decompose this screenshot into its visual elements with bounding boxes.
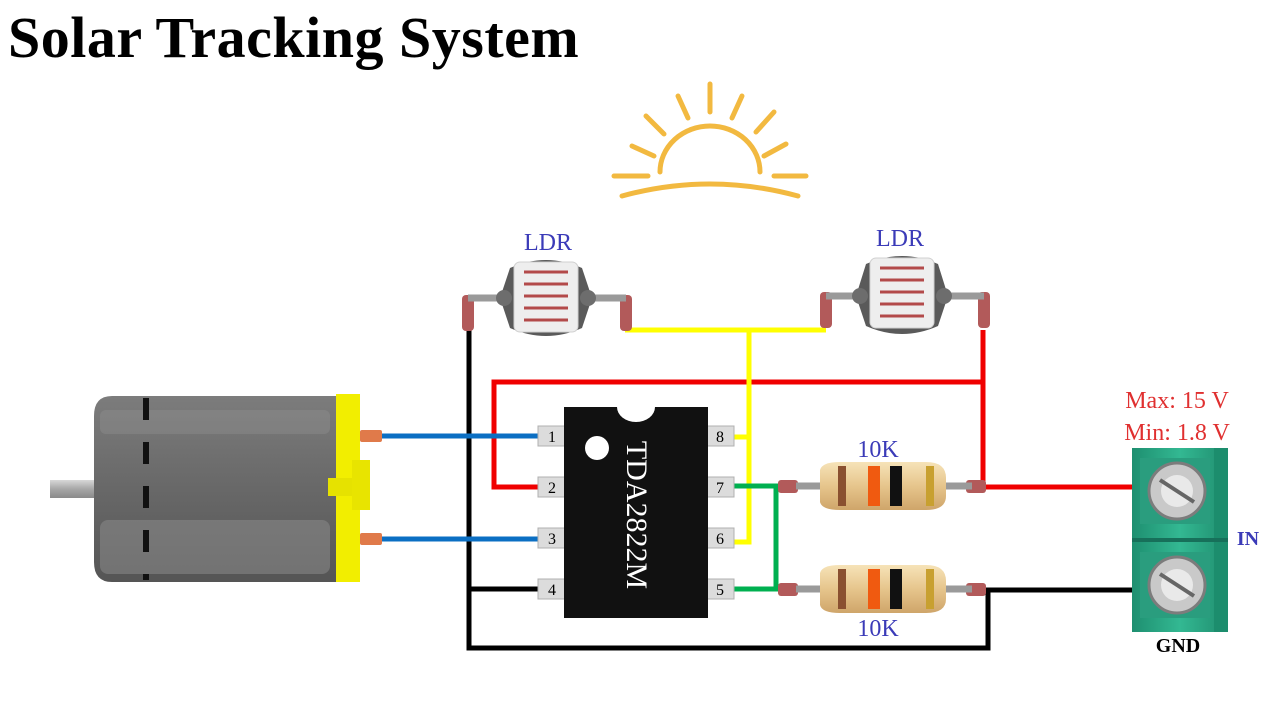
ldr-left bbox=[462, 260, 632, 336]
max-voltage-label: Max: 15 V bbox=[1125, 388, 1229, 414]
ic-pin: 7 bbox=[705, 476, 735, 498]
ic-pin: 2 bbox=[537, 476, 567, 498]
svg-text:6: 6 bbox=[716, 531, 724, 548]
svg-text:7: 7 bbox=[716, 480, 724, 497]
svg-text:3: 3 bbox=[548, 531, 556, 548]
feedback-wire bbox=[733, 483, 790, 592]
svg-text:5: 5 bbox=[716, 582, 724, 599]
ic-pin: 6 bbox=[705, 527, 735, 549]
gnd-label: GND bbox=[1156, 635, 1200, 657]
svg-text:4: 4 bbox=[548, 582, 556, 599]
ground-wire bbox=[466, 330, 1140, 651]
ic-pin: 8 bbox=[705, 425, 735, 447]
ldr-right-label: LDR bbox=[876, 226, 924, 252]
ldr-signal-wire bbox=[625, 327, 826, 545]
ic-pin: 1 bbox=[537, 425, 567, 447]
ic-pin: 5 bbox=[705, 578, 735, 600]
ic-pin: 3 bbox=[537, 527, 567, 549]
in-label: IN bbox=[1237, 528, 1260, 550]
ic-pin: 4 bbox=[537, 578, 567, 600]
page-title: Solar Tracking System bbox=[8, 5, 580, 70]
ldr-right bbox=[820, 256, 990, 334]
motor-wire bbox=[380, 433, 542, 542]
svg-text:8: 8 bbox=[716, 429, 724, 446]
resistor-top-label: 10K bbox=[857, 437, 899, 463]
ic-part-label: TDA2822M bbox=[620, 441, 653, 589]
svg-text:1: 1 bbox=[548, 429, 556, 446]
resistor-top bbox=[778, 462, 986, 510]
terminal-block bbox=[1132, 448, 1228, 632]
min-voltage-label: Min: 1.8 V bbox=[1124, 420, 1230, 446]
dc-motor bbox=[50, 394, 382, 582]
ldr-left-label: LDR bbox=[524, 230, 572, 256]
ic-chip: 1 2 3 4 5 6 7 8 TDA2822M bbox=[537, 407, 735, 618]
svg-text:2: 2 bbox=[548, 480, 556, 497]
resistor-bottom-label: 10K bbox=[857, 616, 899, 642]
sun-icon bbox=[611, 81, 809, 199]
resistor-bottom bbox=[778, 565, 986, 613]
